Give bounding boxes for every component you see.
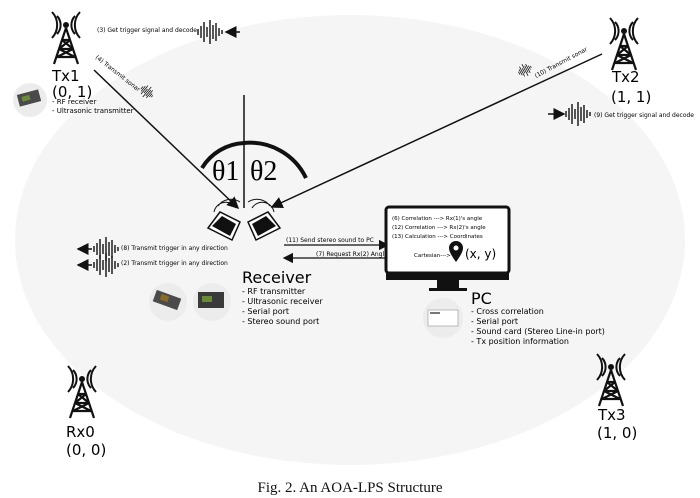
- receiver-feature-4: - Stereo sound port: [242, 317, 319, 326]
- tx2-sonar-path: [270, 53, 603, 209]
- location-pin-icon: [449, 241, 463, 262]
- theta2-arc: [243, 140, 308, 179]
- figure-caption: Fig. 2. An AOA-LPS Structure: [257, 480, 443, 496]
- rx0-coord: (0, 0): [66, 441, 106, 459]
- tx3-coord: (1, 0): [597, 424, 637, 442]
- tx1-hardware-image: [13, 83, 47, 117]
- receiver-feature-3: - Serial port: [242, 307, 289, 316]
- tx1-tower-icon: [50, 10, 82, 66]
- theta1-label: θ1: [212, 156, 239, 187]
- tx1-coord: (0, 1): [52, 83, 92, 101]
- pc-title: PC: [471, 289, 492, 308]
- pc-screen-line-2: (12) Correlation ---> Rx(2)'s angle: [392, 225, 486, 231]
- step11-label: (11) Send stereo sound to PC: [286, 237, 374, 244]
- tx2-tower-icon: [608, 16, 640, 72]
- receiver-device-icon: [206, 198, 282, 242]
- step9-label: (9) Get trigger signal and decode: [594, 112, 694, 119]
- step3-label: (3) Get trigger signal and decode: [97, 27, 197, 34]
- pc-monitor: [384, 205, 511, 291]
- pc-feature-4: - Tx position information: [471, 337, 569, 346]
- tx2-name: Tx2: [611, 68, 640, 86]
- tx1-feature-2: - Ultrasonic transmitter: [52, 107, 134, 115]
- step8-label: (8) Transmit trigger in any direction: [121, 245, 228, 252]
- pc-software-image: [423, 298, 463, 338]
- tx2-coord: (1, 1): [611, 88, 651, 106]
- pc-feature-2: - Serial port: [471, 317, 518, 326]
- pc-screen-line-1: (6) Correlation ---> Rx(1)'s angle: [392, 216, 483, 222]
- receiver-title: Receiver: [242, 268, 312, 287]
- receiver-feature-2: - Ultrasonic receiver: [242, 297, 323, 306]
- pc-feature-1: - Cross correlation: [471, 307, 544, 316]
- background-area: [15, 15, 685, 465]
- pc-screen-result-prefix: Cartesian--->: [414, 253, 451, 259]
- theta1-arc: [200, 141, 245, 170]
- rx0-name: Rx0: [66, 423, 95, 441]
- pc-feature-3: - Sound card (Stereo Line-in port): [471, 327, 605, 336]
- tx3-name: Tx3: [597, 406, 626, 424]
- tx1-name: Tx1: [51, 67, 80, 85]
- step7-label: (7) Request Rx(2) Angle: [316, 251, 388, 258]
- tx1-feature-1: - RF receiver: [52, 98, 96, 106]
- pc-screen-line-3: (13) Calculation ---> Coordinates: [392, 234, 483, 240]
- receiver-hardware-image: [149, 283, 231, 321]
- theta2-label: θ2: [250, 156, 277, 187]
- tx1-sonar-path: [93, 69, 240, 210]
- pc-screen-result: (x, y): [465, 247, 496, 261]
- receiver-feature-1: - RF transmitter: [242, 287, 306, 296]
- step2-label: (2) Transmit trigger in any direction: [121, 260, 228, 267]
